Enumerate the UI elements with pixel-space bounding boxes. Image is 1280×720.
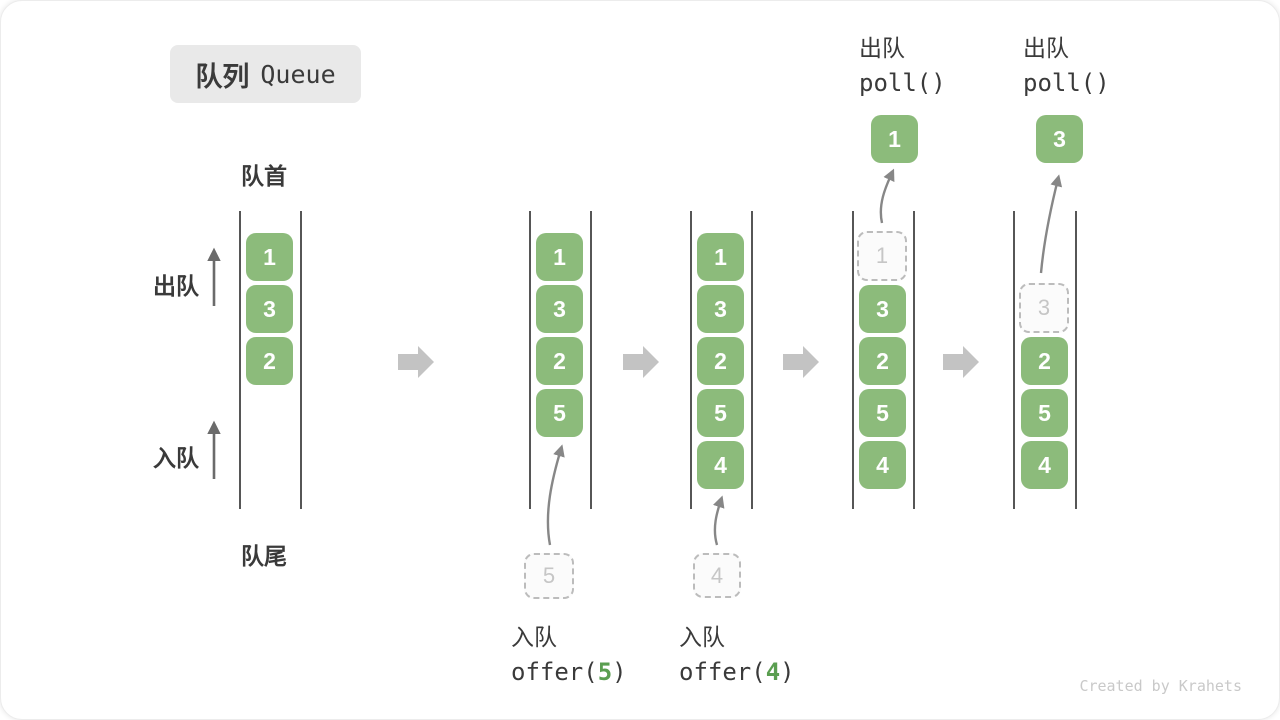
op-poll-1: 出队 poll() bbox=[859, 31, 946, 101]
dequeue-path-arrow-icon bbox=[1039, 174, 1063, 274]
q3-block-0: 1 bbox=[697, 233, 744, 281]
op-offer-5: 入队 offer(5) bbox=[511, 620, 627, 690]
q5-right-wall bbox=[1075, 211, 1077, 509]
flow-arrow-icon bbox=[943, 346, 979, 378]
op-poll-1-label: 出队 bbox=[859, 35, 905, 61]
q4-right-wall bbox=[913, 211, 915, 509]
flow-arrow-icon bbox=[398, 346, 434, 378]
op-offer-4: 入队 offer(4) bbox=[679, 620, 795, 690]
q1-left-wall bbox=[239, 211, 241, 509]
title-zh: 队列 bbox=[195, 61, 250, 92]
q3-right-wall bbox=[751, 211, 753, 509]
op-poll-2: 出队 poll() bbox=[1023, 31, 1110, 101]
q2-block-0: 1 bbox=[536, 233, 583, 281]
op-poll-2-code: poll() bbox=[1023, 69, 1110, 97]
q2-block-1: 3 bbox=[536, 285, 583, 333]
dequeue-path-arrow-icon bbox=[879, 168, 895, 224]
op-offer-5-label: 入队 bbox=[511, 624, 557, 650]
q3-pending-block: 4 bbox=[693, 553, 741, 598]
q4-removed-slot: 1 bbox=[857, 231, 907, 281]
q3-left-wall bbox=[690, 211, 692, 509]
q1-block-1: 3 bbox=[246, 285, 293, 333]
q1-block-0: 1 bbox=[246, 233, 293, 281]
q4-block-3: 4 bbox=[859, 441, 906, 489]
op-poll-2-label: 出队 bbox=[1023, 35, 1069, 61]
q2-right-wall bbox=[590, 211, 592, 509]
flow-arrow-icon bbox=[623, 346, 659, 378]
q4-polled-block: 1 bbox=[871, 115, 918, 163]
title-badge: 队列 Queue bbox=[170, 45, 361, 103]
title-en: Queue bbox=[260, 59, 336, 89]
q2-pending-block: 5 bbox=[524, 553, 574, 599]
q5-block-0: 2 bbox=[1021, 337, 1068, 385]
q3-block-3: 5 bbox=[697, 389, 744, 437]
enqueue-path-arrow-icon bbox=[546, 444, 565, 546]
op-offer-4-label: 入队 bbox=[679, 624, 725, 650]
q2-block-3: 5 bbox=[536, 389, 583, 437]
q5-removed-slot: 3 bbox=[1019, 283, 1069, 333]
op-poll-1-code: poll() bbox=[859, 69, 946, 97]
q5-block-1: 5 bbox=[1021, 389, 1068, 437]
label-dequeue-side: 出队 bbox=[153, 273, 199, 299]
q4-block-2: 5 bbox=[859, 389, 906, 437]
q1-block-2: 2 bbox=[246, 337, 293, 385]
op-offer-4-arg: 4 bbox=[765, 658, 781, 686]
q3-block-1: 3 bbox=[697, 285, 744, 333]
q1-right-wall bbox=[300, 211, 302, 509]
op-offer-4-code: offer(4) bbox=[679, 658, 795, 686]
label-queue-front: 队首 bbox=[241, 163, 287, 189]
flow-arrow-icon bbox=[783, 346, 819, 378]
watermark: Created by Krahets bbox=[1079, 677, 1242, 695]
q4-block-1: 2 bbox=[859, 337, 906, 385]
op-offer-5-arg: 5 bbox=[597, 658, 613, 686]
q2-block-2: 2 bbox=[536, 337, 583, 385]
label-enqueue-side: 入队 bbox=[153, 445, 199, 471]
enqueue-path-arrow-icon bbox=[713, 495, 725, 546]
q5-left-wall bbox=[1013, 211, 1015, 509]
q3-block-4: 4 bbox=[697, 441, 744, 489]
q4-left-wall bbox=[852, 211, 854, 509]
q5-block-2: 4 bbox=[1021, 441, 1068, 489]
op-offer-5-code: offer(5) bbox=[511, 658, 627, 686]
q3-block-2: 2 bbox=[697, 337, 744, 385]
q4-block-0: 3 bbox=[859, 285, 906, 333]
q2-left-wall bbox=[529, 211, 531, 509]
label-queue-rear: 队尾 bbox=[241, 543, 287, 569]
q5-polled-block: 3 bbox=[1036, 115, 1083, 163]
